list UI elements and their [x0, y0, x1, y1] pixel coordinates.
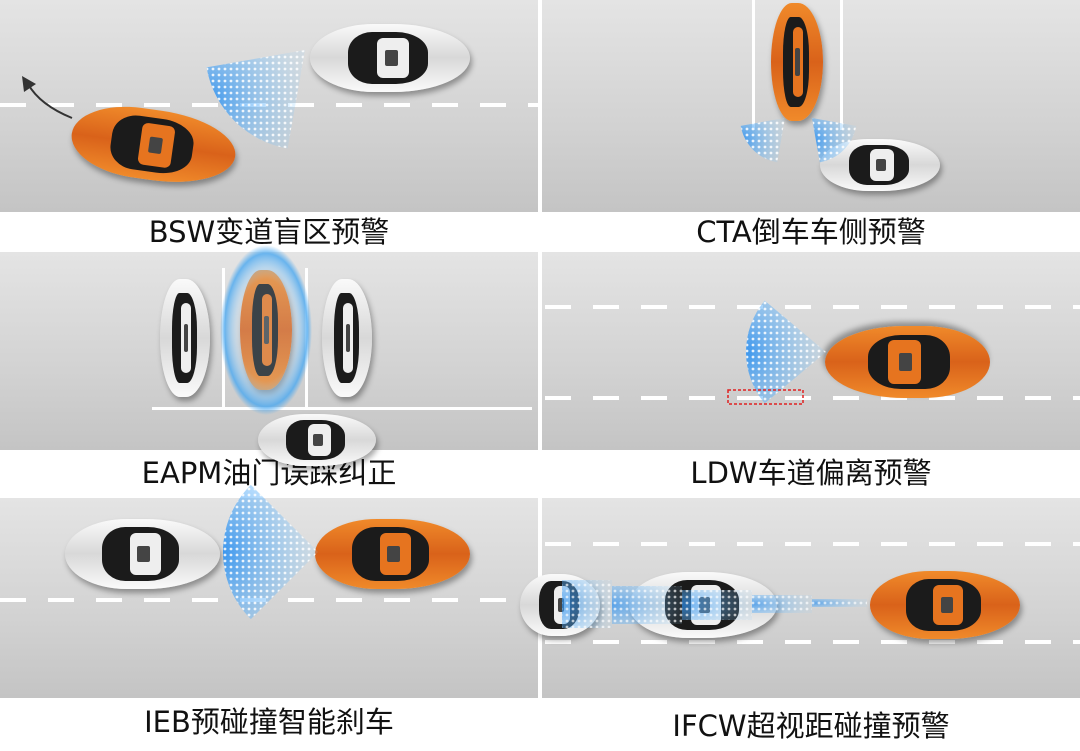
caption-cta: CTA倒车车侧预警: [696, 215, 926, 249]
sunroof: [876, 158, 886, 172]
sunroof: [385, 49, 398, 67]
radar-fan: [740, 118, 785, 163]
sunroof: [387, 545, 400, 563]
sunroof: [557, 597, 564, 613]
sunroof: [940, 596, 953, 614]
orange-car: [314, 519, 470, 589]
caption-eapm: EAPM油门误踩纠正: [141, 456, 397, 490]
protection-glow: [220, 245, 312, 415]
lane-marking: [545, 542, 1080, 546]
sunroof: [795, 47, 800, 77]
caption-bsw: BSW变道盲区预警: [148, 215, 390, 249]
parking-line: [752, 0, 755, 130]
radar-beam: [682, 590, 752, 620]
lane-marking: [545, 396, 1080, 400]
parking-line: [840, 0, 843, 130]
orange-car: [870, 571, 1020, 639]
radar-fan: [812, 118, 857, 163]
radar-fan: [745, 300, 826, 404]
sunroof: [313, 433, 323, 447]
lane-change-arrow-icon: [27, 83, 73, 119]
radar-fan: [223, 484, 318, 620]
orange-car: [771, 3, 823, 121]
sunroof: [183, 323, 188, 353]
caption-ieb: IEB预碰撞智能刹车: [144, 705, 394, 739]
lane-marking: [545, 640, 1080, 644]
lane-departure-marker: [727, 389, 804, 405]
white-car: [310, 24, 470, 92]
radar-beam: [562, 580, 612, 628]
sunroof: [345, 323, 350, 353]
caption-ldw: LDW车道偏离预警: [690, 456, 932, 490]
arrow-head: [22, 76, 36, 92]
parking-line: [152, 407, 532, 410]
white-car: [322, 279, 372, 397]
white-car: [258, 414, 376, 466]
lane-marking: [545, 305, 1080, 309]
white-car: [160, 279, 210, 397]
radar-fan: [206, 50, 305, 149]
radar-beam: [752, 595, 812, 613]
sunroof: [137, 545, 150, 563]
radar-beam: [612, 586, 682, 624]
caption-ifcw: IFCW超视距碰撞预警: [672, 709, 950, 743]
radar-beam: [812, 599, 867, 607]
white-car: [64, 519, 220, 589]
